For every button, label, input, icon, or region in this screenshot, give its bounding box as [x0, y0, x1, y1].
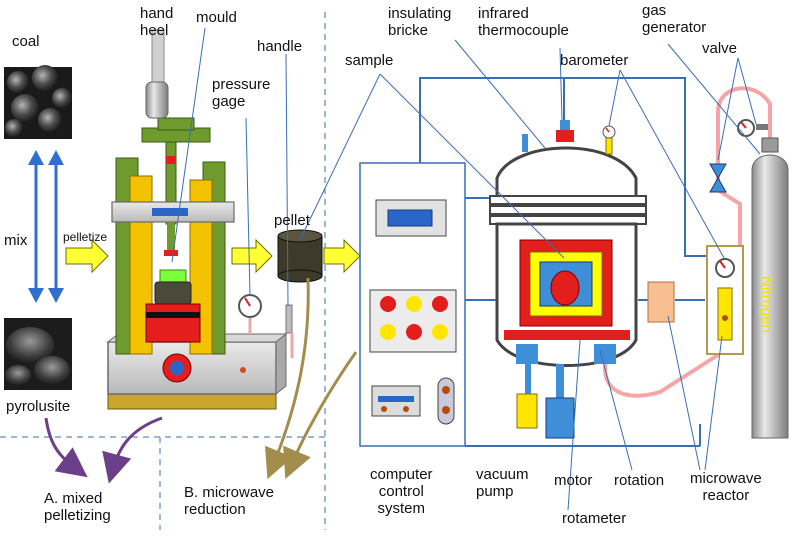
pressure-gage-label: pressure gage	[212, 76, 271, 110]
pellet-label: pellet	[274, 212, 310, 229]
barometer-label: barometer	[560, 52, 629, 69]
pelletize-arrow	[65, 238, 109, 274]
mould-label: mould	[196, 9, 237, 26]
mixed-pelletizing-label: A. mixed pelletizing	[44, 490, 111, 524]
pyrolusite-label: pyrolusite	[6, 398, 71, 415]
hand-heel-label: hand heel	[140, 5, 174, 39]
rotameter-label: rotameter	[562, 510, 627, 527]
press-to-pellet-arrow	[231, 238, 273, 274]
gas-generator-label: gas generator	[642, 2, 707, 36]
computer-control-system-label: computer control system	[370, 466, 433, 517]
pellet-to-control-arrow	[323, 238, 361, 274]
section-dividers	[0, 12, 326, 530]
handle-label: handle	[257, 38, 303, 55]
microwave-reactor-label: microwave reactor	[690, 470, 762, 504]
mix-label: mix	[4, 232, 28, 249]
insulating-bricke-label: insulating bricke	[388, 5, 452, 39]
microwave-reduction-arrows	[264, 277, 358, 480]
coal-photo	[4, 65, 72, 139]
rotation-label: rotation	[614, 472, 665, 489]
rotameter-panel	[706, 245, 744, 355]
press-machine	[106, 29, 294, 410]
pellet-shape	[277, 229, 323, 283]
mixed-pelletizing-arrows	[44, 416, 163, 484]
valve-shape	[709, 163, 727, 193]
vacuum-pump-label: vacuum pump	[476, 466, 529, 500]
control-cabinet	[359, 162, 466, 447]
valve-label: valve	[702, 40, 738, 57]
connection-pipes	[419, 77, 712, 447]
sample-label: sample	[345, 52, 394, 69]
coal-label: coal	[12, 33, 40, 50]
nitrogen-label: Nitrogen	[757, 276, 775, 333]
pelletize-label: pelletize	[63, 230, 108, 244]
mix-arrows	[28, 150, 64, 303]
infrared-thermocouple-label: infrared thermocouple	[478, 5, 569, 39]
reactor-vessel	[489, 120, 675, 439]
microwave-reduction-label: B. microwave reduction	[184, 484, 275, 518]
leader-lines	[171, 27, 761, 511]
motor-label: motor	[554, 472, 593, 489]
pyrolusite-photo	[4, 318, 72, 390]
nitrogen-cylinder	[751, 137, 789, 439]
